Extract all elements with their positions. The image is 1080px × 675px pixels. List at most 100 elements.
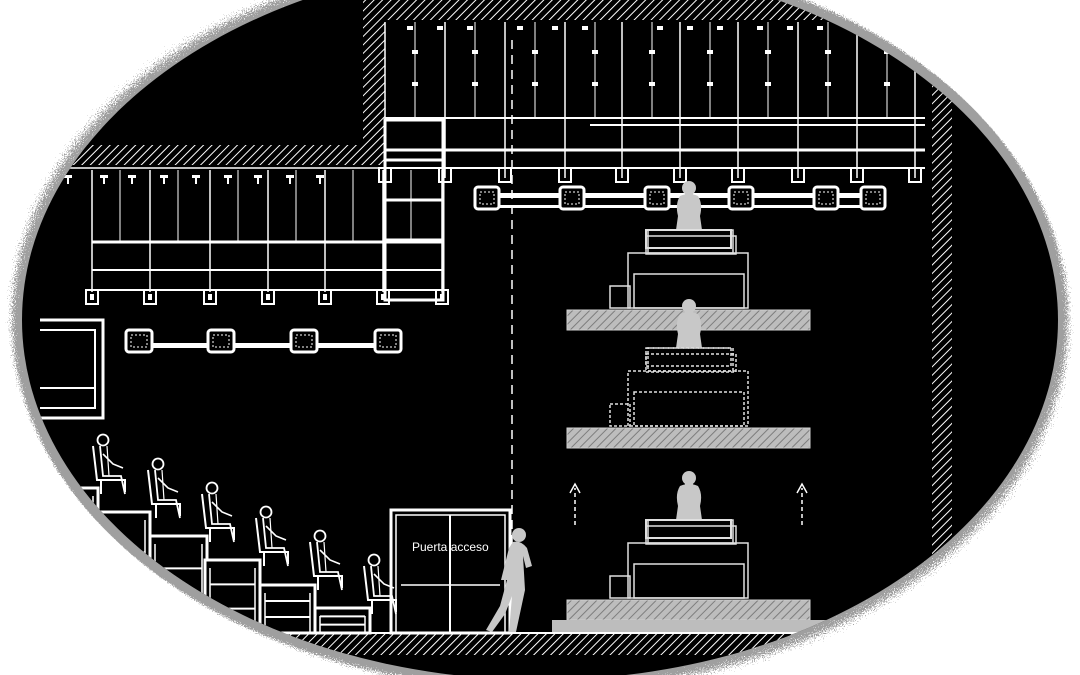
chair: [255, 517, 289, 564]
stage-light: [373, 328, 403, 354]
bust-head: [682, 471, 696, 485]
lift-arrows: [569, 482, 808, 525]
spectator-arm: [157, 477, 179, 493]
stage-light-lens: [818, 191, 834, 205]
cable-clamp: [437, 26, 443, 30]
stage-light: [727, 185, 755, 211]
right-wall: [932, 40, 952, 635]
ceiling-upper: [363, 0, 933, 20]
grid-node: [791, 167, 805, 183]
stage-light-lens: [865, 191, 881, 205]
cable-clamp-stem: [257, 175, 259, 184]
stage-light: [289, 328, 319, 354]
grid-node: [498, 167, 512, 183]
plinth-top: [645, 229, 732, 249]
grid-node-core: [208, 294, 212, 300]
spectator-outline: [323, 541, 327, 573]
grid-node: [615, 167, 629, 183]
stage-light-lens: [564, 191, 580, 205]
bust-torso: [676, 312, 702, 348]
cable-clamp: [552, 26, 558, 30]
cable-clamp-stem: [227, 175, 229, 184]
cable-clamp: [825, 82, 831, 86]
grid-node: [203, 289, 217, 305]
cable-clamp-stem: [195, 175, 197, 184]
cable-clamp: [472, 50, 478, 54]
seated-spectator: [147, 457, 181, 519]
grid-node: [438, 167, 452, 183]
bust-head: [682, 181, 696, 195]
stage-light: [643, 185, 671, 211]
seating-step: [313, 606, 372, 635]
spectator-arm: [102, 453, 124, 469]
spectator-head: [205, 481, 219, 495]
spectator-arm: [211, 501, 233, 517]
left-balcony: [40, 318, 105, 420]
cable-clamp: [757, 26, 763, 30]
stage-light-lens: [130, 334, 148, 348]
spectator-outline: [106, 445, 110, 477]
spectator-body: [154, 469, 181, 519]
stage-light: [206, 328, 236, 354]
bust-head: [682, 299, 696, 313]
standing-person: [486, 528, 532, 632]
grid-node-core: [90, 294, 94, 300]
stage-light-lens: [649, 191, 665, 205]
stage-base: [552, 620, 827, 632]
spectator-head: [96, 433, 110, 447]
grid-node: [673, 167, 687, 183]
spectator-arm: [265, 525, 287, 541]
cable-clamp-stem: [131, 175, 133, 184]
chair: [92, 445, 126, 492]
cable-clamp: [467, 26, 473, 30]
cable-clamp: [532, 50, 538, 54]
grid-node: [318, 289, 332, 305]
upper-light-bar: [473, 185, 887, 211]
bust-neck: [685, 482, 693, 488]
bust-neck: [685, 310, 693, 316]
door-label: Puerta acceso: [412, 540, 489, 554]
cable-clamp: [884, 82, 890, 86]
cable-clamp: [592, 50, 598, 54]
grid-node: [261, 289, 275, 305]
stage-light: [812, 185, 840, 211]
cable-clamp: [532, 82, 538, 86]
spectator-head: [259, 505, 273, 519]
grid-node-core: [148, 294, 152, 300]
access-door: Puerta acceso: [389, 508, 512, 635]
cable-clamp: [787, 26, 793, 30]
stage-light-lens: [479, 191, 495, 205]
stage-light-lens: [295, 334, 313, 348]
spectator-body: [99, 445, 126, 495]
spectator-body: [316, 541, 343, 591]
bust-statue: [676, 471, 702, 520]
cable-clamp-stem: [103, 175, 105, 184]
pedestal-step: [609, 403, 631, 427]
inner-wall-vertical: [363, 0, 385, 165]
platform-lower: [566, 599, 811, 621]
pedestal-step: [609, 285, 631, 309]
bust-torso: [676, 484, 702, 520]
spectator-outline: [161, 469, 165, 501]
seated-spectator: [92, 433, 126, 495]
platform-middle: [566, 427, 811, 449]
grid-node: [85, 289, 99, 305]
grid-node: [376, 289, 390, 305]
pedestal-step: [609, 575, 631, 599]
cable-clamp-stem: [319, 175, 321, 184]
stage-light-lens: [733, 191, 749, 205]
spectator-head: [367, 553, 381, 567]
spectator-head: [313, 529, 327, 543]
cable-clamp: [817, 26, 823, 30]
cable-clamp: [707, 50, 713, 54]
rigging-tower: [383, 118, 445, 302]
pedestal-step: [633, 563, 745, 599]
cable-clamp: [825, 50, 831, 54]
bust-neck: [685, 192, 693, 198]
cable-clamp: [582, 26, 588, 30]
spectator-outline: [215, 493, 219, 525]
seated-spectator: [255, 505, 289, 567]
seating-step: [258, 583, 317, 635]
pedestal-step: [633, 391, 745, 427]
